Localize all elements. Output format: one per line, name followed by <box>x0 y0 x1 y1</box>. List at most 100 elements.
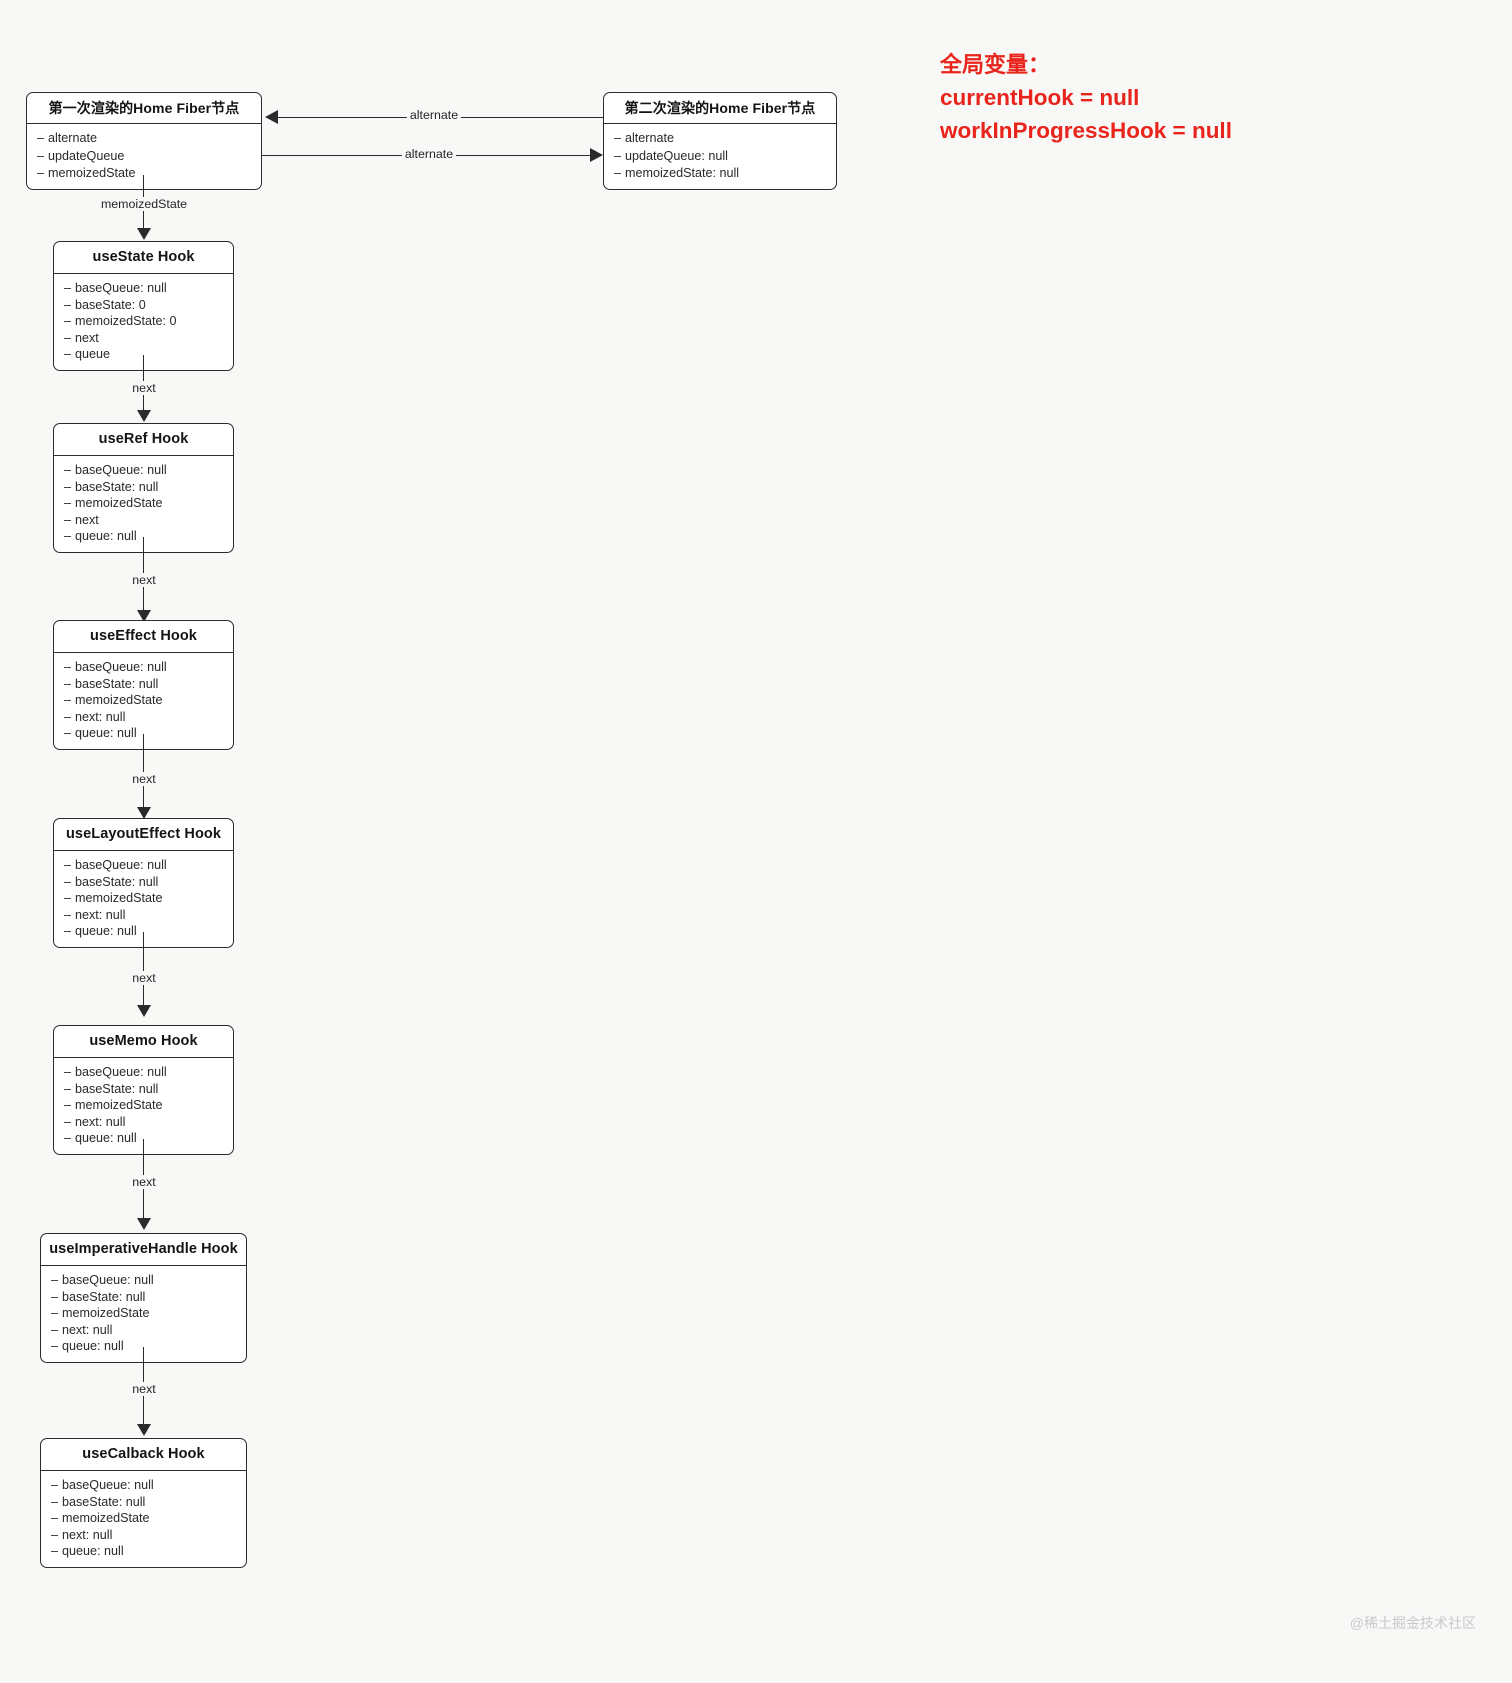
hook-node-fields: –baseQueue: null –baseState: null –memoi… <box>41 1471 246 1567</box>
field-label: memoizedState: null <box>625 165 740 180</box>
next-arrow-down-icon <box>137 807 151 819</box>
bullet-dash-icon: – <box>64 907 72 922</box>
fiber-node-title: 第一次渲染的Home Fiber节点 <box>27 93 261 125</box>
next-edge-label-4: next <box>129 971 159 985</box>
hook-node-uselayouteffect: useLayoutEffect Hook –baseQueue: null –b… <box>53 818 234 948</box>
hook-node-title: useCalback Hook <box>41 1439 246 1471</box>
alternate-arrow-right-icon <box>590 148 603 162</box>
bullet-dash-icon: – <box>51 1322 59 1337</box>
field-row: –baseState: 0 <box>54 297 233 314</box>
field-row: –baseQueue: null <box>54 659 233 676</box>
field-label: baseQueue: null <box>75 659 167 674</box>
field-label: baseQueue: null <box>62 1477 154 1492</box>
next-arrow-down-icon <box>137 1218 151 1230</box>
alternate-edge-label-bottom: alternate <box>401 147 457 161</box>
bullet-dash-icon: – <box>37 148 45 163</box>
field-row: –baseQueue: null <box>54 1064 233 1081</box>
field-label: baseState: null <box>75 874 159 889</box>
field-label: updateQueue <box>48 148 125 163</box>
field-row: –alternate <box>604 130 836 147</box>
bullet-dash-icon: – <box>64 496 72 511</box>
hook-node-title: useRef Hook <box>54 424 233 456</box>
field-label: queue: null <box>75 726 137 741</box>
field-row: –next: null <box>41 1527 246 1544</box>
hook-node-fields: –baseQueue: null –baseState: 0 –memoized… <box>54 274 233 370</box>
field-label: queue: null <box>62 1339 124 1354</box>
field-row: –next <box>54 512 233 529</box>
field-label: memoizedState: 0 <box>75 314 177 329</box>
bullet-dash-icon: – <box>51 1511 59 1526</box>
bullet-dash-icon: – <box>614 148 622 163</box>
field-row: –memoizedState <box>41 1305 246 1322</box>
hook-node-title: useImperativeHandle Hook <box>41 1234 246 1266</box>
global-variable-work-in-progress-hook: workInProgressHook = null <box>940 118 1232 143</box>
bullet-dash-icon: – <box>51 1306 59 1321</box>
next-arrow-down-icon <box>137 610 151 622</box>
field-row: –baseState: null <box>41 1289 246 1306</box>
next-edge-2b <box>143 592 144 612</box>
field-label: next: null <box>62 1527 113 1542</box>
field-row: –baseQueue: null <box>41 1272 246 1289</box>
field-row: –baseState: null <box>54 479 233 496</box>
field-row: –next: null <box>41 1322 246 1339</box>
next-edge-label-5: next <box>129 1175 159 1189</box>
field-label: queue: null <box>62 1544 124 1559</box>
field-label: memoizedState <box>62 1511 150 1526</box>
bullet-dash-icon: – <box>51 1527 59 1542</box>
hook-node-title: useState Hook <box>54 242 233 274</box>
bullet-dash-icon: – <box>64 479 72 494</box>
field-row: –memoizedState <box>27 165 261 182</box>
field-label: updateQueue: null <box>625 148 728 163</box>
bullet-dash-icon: – <box>64 462 72 477</box>
bullet-dash-icon: – <box>64 693 72 708</box>
field-label: queue <box>75 347 111 362</box>
field-label: baseState: null <box>62 1289 146 1304</box>
field-label: next: null <box>75 1114 126 1129</box>
watermark: @稀土掘金技术社区 <box>1349 1615 1476 1631</box>
bullet-dash-icon: – <box>64 1081 72 1096</box>
bullet-dash-icon: – <box>64 280 72 295</box>
next-edge-2 <box>143 537 144 592</box>
hook-node-fields: –baseQueue: null –baseState: null –memoi… <box>54 653 233 749</box>
field-label: alternate <box>48 131 98 146</box>
hook-node-useimperativehandle: useImperativeHandle Hook –baseQueue: nul… <box>40 1233 247 1363</box>
field-label: queue: null <box>75 924 137 939</box>
field-label: next: null <box>62 1322 113 1337</box>
field-label: baseState: null <box>75 479 159 494</box>
field-label: memoizedState <box>75 496 163 511</box>
hook-node-fields: –baseQueue: null –baseState: null –memoi… <box>54 456 233 552</box>
field-row: –queue: null <box>41 1543 246 1560</box>
field-label: next <box>75 330 99 345</box>
field-row: –baseQueue: null <box>41 1477 246 1494</box>
field-row: –baseQueue: null <box>54 280 233 297</box>
next-arrow-down-icon <box>137 1005 151 1017</box>
bullet-dash-icon: – <box>64 659 72 674</box>
field-row: –baseQueue: null <box>54 462 233 479</box>
hook-node-fields: –baseQueue: null –baseState: null –memoi… <box>41 1266 246 1362</box>
next-edge-label-1: next <box>129 381 159 395</box>
field-label: baseQueue: null <box>62 1272 154 1287</box>
bullet-dash-icon: – <box>64 857 72 872</box>
field-row: –next: null <box>54 709 233 726</box>
bullet-dash-icon: – <box>64 709 72 724</box>
field-row: –memoizedState: 0 <box>54 313 233 330</box>
field-label: next <box>75 512 99 527</box>
hook-node-title: useMemo Hook <box>54 1026 233 1058</box>
fiber-node-fields: –alternate –updateQueue –memoizedState <box>27 124 261 189</box>
field-row: –queue: null <box>41 1338 246 1355</box>
field-label: alternate <box>625 131 675 146</box>
memoizedstate-edge-label: memoizedState <box>97 197 191 211</box>
memoizedstate-arrow-down-icon <box>137 228 151 240</box>
hook-node-title: useEffect Hook <box>54 621 233 653</box>
field-row: –updateQueue <box>27 148 261 165</box>
bullet-dash-icon: – <box>64 347 72 362</box>
field-row: –next: null <box>54 907 233 924</box>
field-label: baseQueue: null <box>75 857 167 872</box>
field-row: –queue: null <box>54 923 233 940</box>
field-row: –memoizedState <box>54 495 233 512</box>
hook-node-usememo: useMemo Hook –baseQueue: null –baseState… <box>53 1025 234 1155</box>
bullet-dash-icon: – <box>37 131 45 146</box>
bullet-dash-icon: – <box>64 924 72 939</box>
hook-node-useref: useRef Hook –baseQueue: null –baseState:… <box>53 423 234 553</box>
